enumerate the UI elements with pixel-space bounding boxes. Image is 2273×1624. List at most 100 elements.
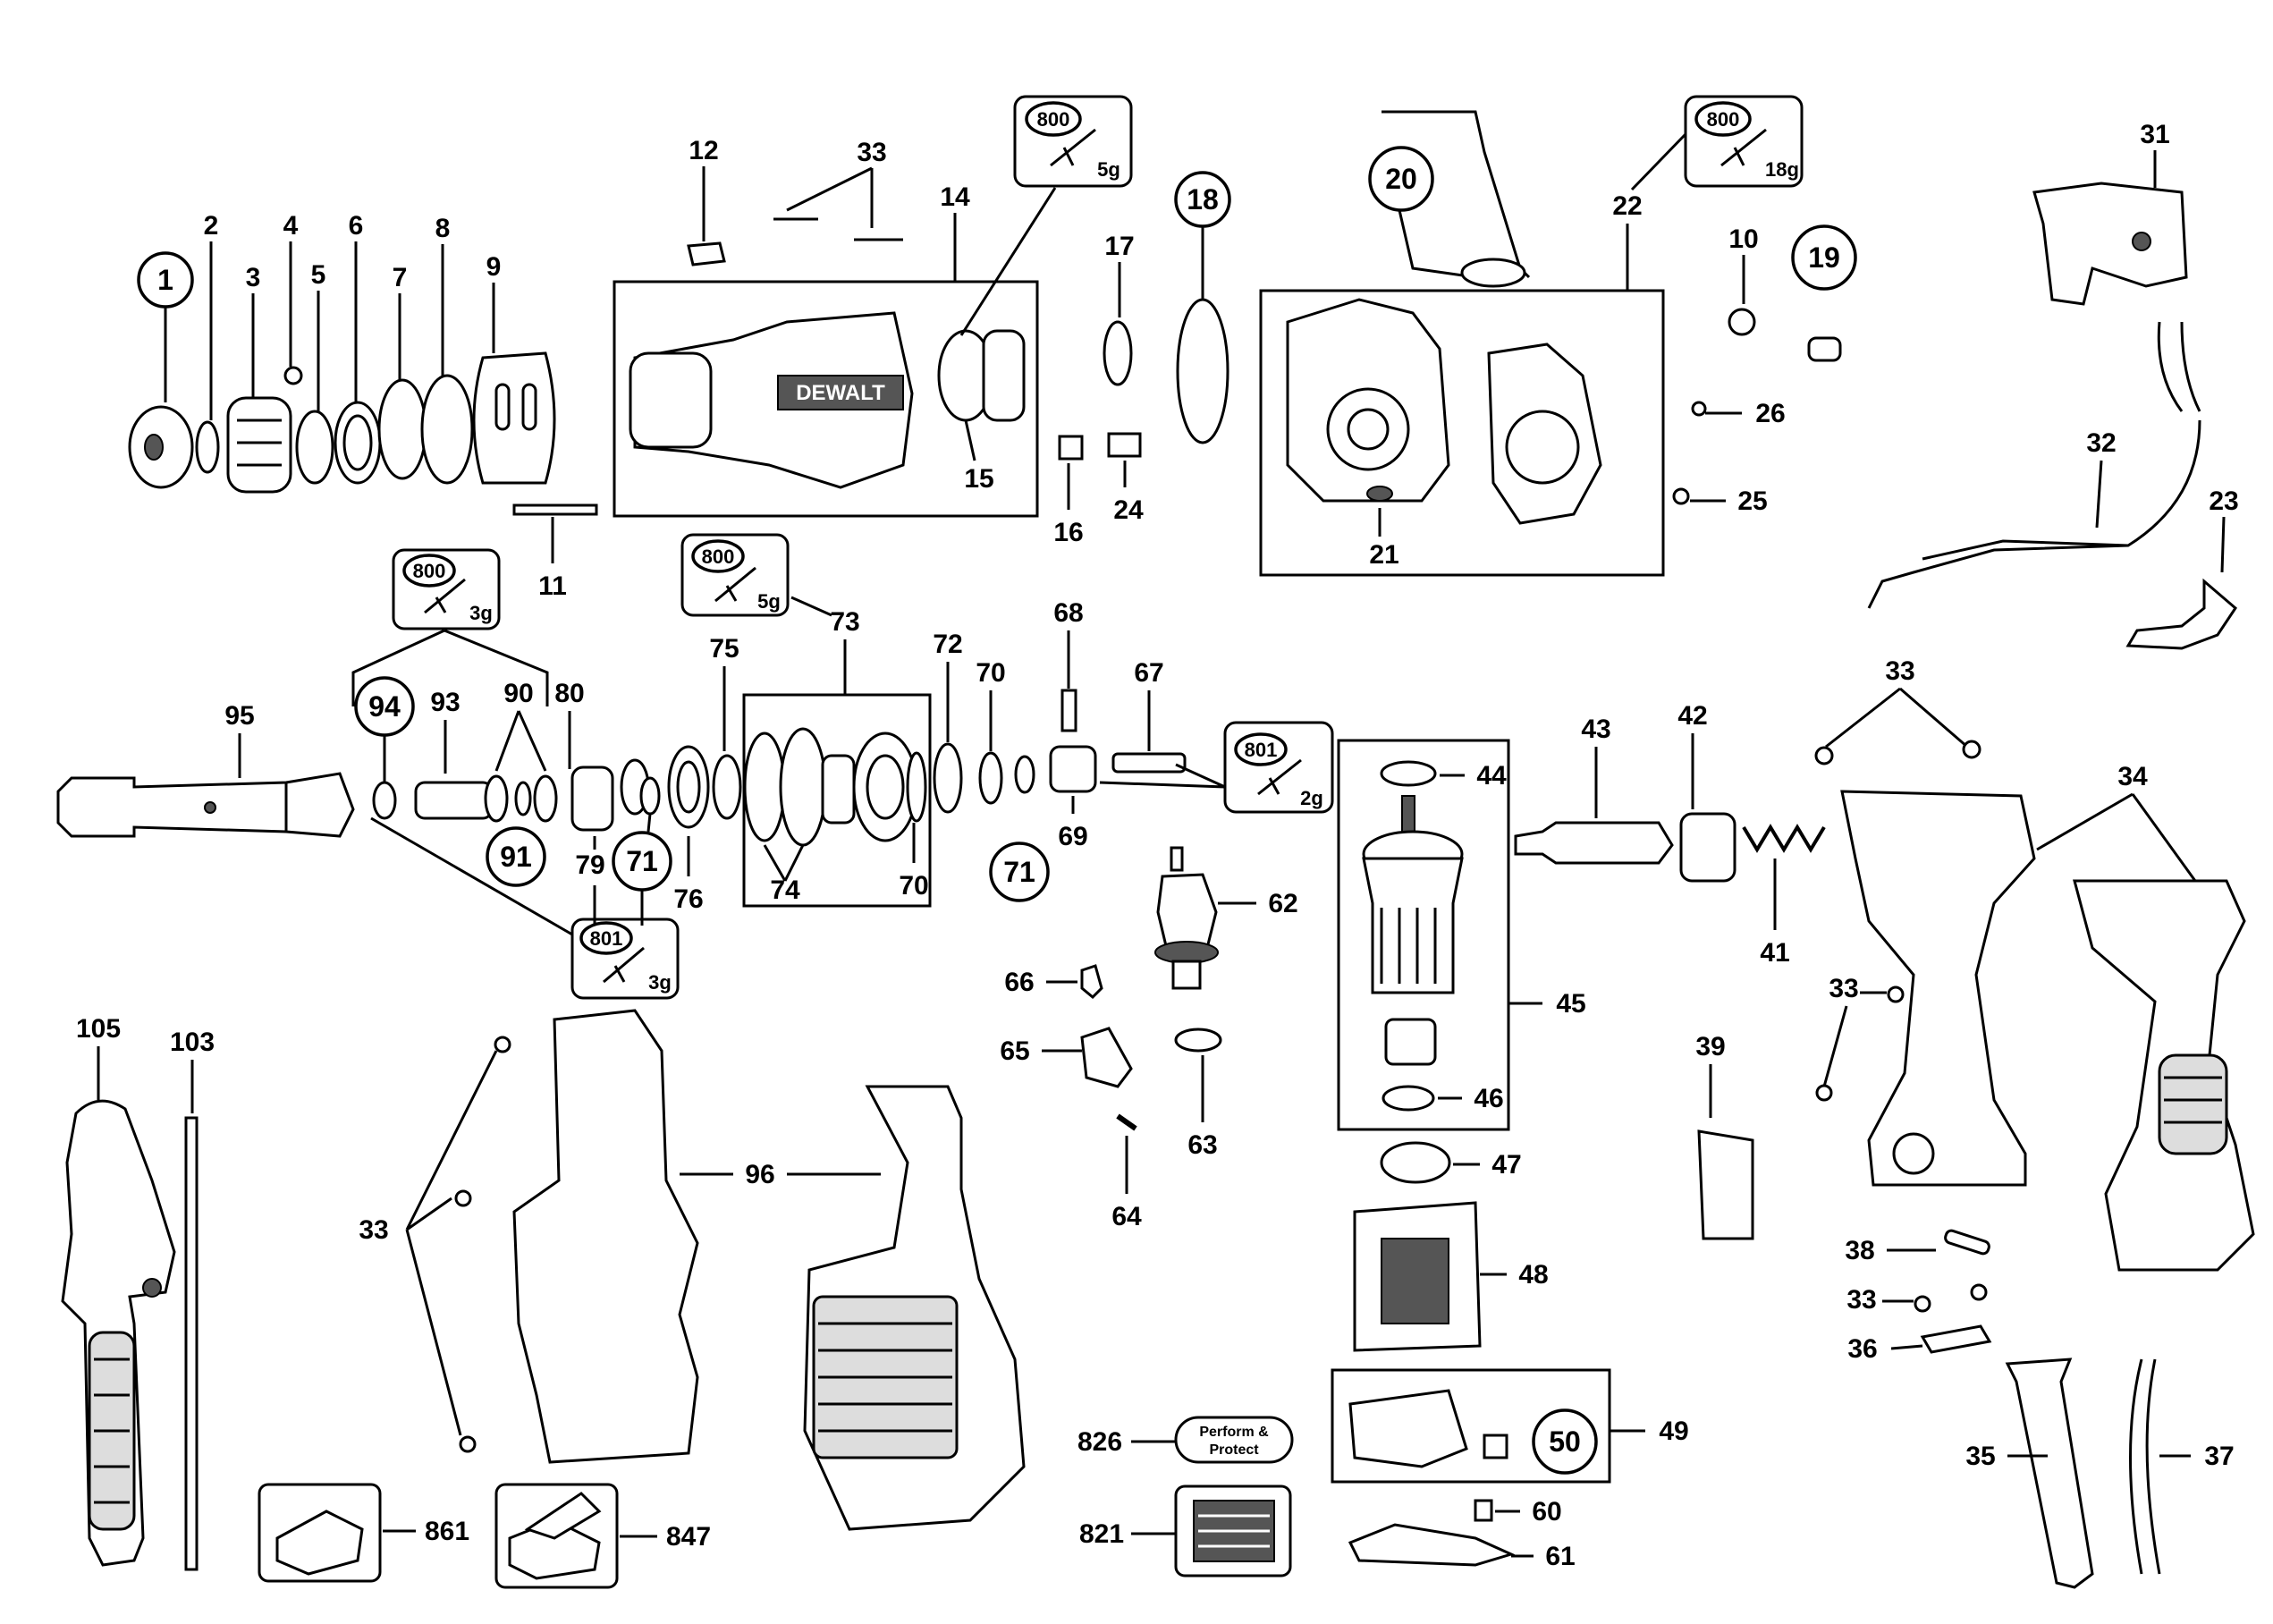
- part-38-pin: [1944, 1229, 1990, 1256]
- part-47-baffle: [1380, 1141, 1451, 1184]
- part-69-bearing: [1049, 745, 1097, 793]
- part-label-73: 73: [830, 607, 859, 637]
- svg-text:3g: 3g: [469, 602, 493, 624]
- part-label-33-handle-top: 33: [1885, 656, 1914, 686]
- small-parts-mid-top: 17 18 16 24: [1053, 171, 1231, 547]
- part-label-103: 103: [170, 1028, 215, 1057]
- part-label-14: 14: [940, 182, 970, 212]
- lube-800-5g-spindle: [680, 533, 790, 617]
- brand-text: DEWALT: [796, 381, 885, 405]
- part-label-24: 24: [1113, 495, 1144, 525]
- part-label-23: 23: [2209, 486, 2238, 516]
- part-72-ring: [933, 742, 963, 814]
- part-46-bearing: [1382, 1085, 1435, 1112]
- part-label-76: 76: [673, 884, 703, 914]
- part-label-41: 41: [1760, 938, 1789, 968]
- part-label-9: 9: [486, 252, 502, 282]
- middle-housing-box: [1259, 289, 1665, 577]
- part-103-depth-rod: [184, 1116, 199, 1571]
- part-33-screw-h: [1970, 1283, 1988, 1301]
- part-31-switch: [2032, 182, 2188, 306]
- gear-case-group: 12 33 14 DEWALT 15: [613, 136, 1039, 518]
- part-label-34: 34: [2117, 762, 2148, 791]
- part-label-46: 46: [1474, 1084, 1503, 1113]
- part-33-screw-e: [1887, 985, 1905, 1003]
- part-70-ring: [978, 751, 1003, 805]
- part-26-screw: [1691, 401, 1707, 417]
- perform-protect-line1: Perform &: [1199, 1425, 1269, 1440]
- part-33-screw-k: [459, 1435, 477, 1453]
- part-label-2: 2: [204, 211, 219, 241]
- part-label-68: 68: [1053, 598, 1083, 628]
- part-18-o-ring: [1176, 298, 1229, 444]
- part-71-washer-a: [639, 776, 661, 816]
- part-label-1: 1: [157, 264, 173, 296]
- handle-grip: [2158, 1053, 2228, 1155]
- part-label-8: 8: [435, 214, 451, 243]
- part-33-screw-f: [1815, 1084, 1833, 1102]
- part-39-bumper: [1697, 1129, 1754, 1240]
- part-25-screw: [1672, 487, 1690, 505]
- part-label-19: 19: [1808, 241, 1840, 274]
- needle-bearing: [982, 329, 1026, 422]
- lube-801-3g: [570, 918, 680, 1000]
- part-66-clip: [1080, 964, 1103, 1000]
- part-label-91: 91: [500, 841, 532, 873]
- part-label-61: 61: [1545, 1542, 1575, 1571]
- part-17-ring: [1103, 320, 1133, 386]
- brush-holder-box: [1331, 1368, 1611, 1484]
- part-63-seal: [1174, 1028, 1222, 1053]
- part-label-79: 79: [575, 850, 604, 880]
- part-42-bushing: [1679, 812, 1736, 883]
- part-90-o-ring-a: [484, 774, 509, 823]
- part-36-clamp: [1920, 1324, 1992, 1354]
- part-label-71-right: 71: [1003, 856, 1035, 888]
- part-label-66: 66: [1004, 968, 1034, 997]
- part-90-o-ring-b: [533, 774, 558, 823]
- part-label-861: 861: [425, 1517, 469, 1546]
- part-2-washer: [195, 420, 220, 474]
- part-label-12: 12: [689, 136, 718, 165]
- part-70-washer-inner: [906, 751, 927, 823]
- accessories-group: 861 847 826 Perform & Protect 821: [258, 1416, 1294, 1589]
- part-24-bushing: [1107, 432, 1142, 458]
- part-label-50: 50: [1549, 1425, 1581, 1458]
- part-label-38: 38: [1845, 1236, 1874, 1265]
- part-label-44: 44: [1476, 761, 1507, 791]
- part-label-5: 5: [311, 260, 326, 290]
- part-80-ram: [570, 765, 614, 832]
- part-label-62: 62: [1268, 889, 1297, 918]
- part-861-box: [258, 1483, 382, 1583]
- perform-protect-line2: Protect: [1209, 1442, 1259, 1458]
- armature-group: 44 46 45 47 48 50 49 60 61: [1331, 739, 1689, 1571]
- part-label-95: 95: [224, 701, 254, 731]
- part-label-32: 32: [2086, 428, 2116, 458]
- grease-tube-icon: [714, 566, 756, 603]
- part-label-16: 16: [1053, 518, 1083, 547]
- part-label-18: 18: [1187, 183, 1219, 216]
- part-50-brush: [1483, 1434, 1508, 1459]
- part-75-o-ring: [712, 754, 742, 820]
- part-label-33-top: 33: [857, 138, 886, 167]
- part-45-armature: [1362, 857, 1464, 994]
- part-49-brush-holder: [1348, 1389, 1468, 1468]
- part-label-47: 47: [1491, 1150, 1521, 1180]
- part-32-wire-harness: [1867, 419, 2201, 609]
- part-33-screw-j: [454, 1189, 472, 1207]
- dewalt-badge: [777, 375, 904, 410]
- part-826-card: [1174, 1416, 1294, 1464]
- part-label-37: 37: [2204, 1442, 2234, 1471]
- part-12-clip: [687, 241, 726, 266]
- part-10-nut: [1728, 308, 1756, 336]
- part-33-screw-i: [494, 1036, 511, 1053]
- clutch-box: [742, 693, 932, 908]
- part-label-10: 10: [1728, 224, 1758, 254]
- part-label-31: 31: [2140, 120, 2169, 149]
- lube-800-3g: [392, 548, 501, 630]
- part-label-90: 90: [503, 679, 533, 708]
- part-label-94: 94: [368, 690, 401, 723]
- middle-housing-group: 20 21 22: [1259, 110, 1665, 577]
- part-label-11: 11: [538, 571, 567, 601]
- part-label-70-left: 70: [899, 871, 928, 901]
